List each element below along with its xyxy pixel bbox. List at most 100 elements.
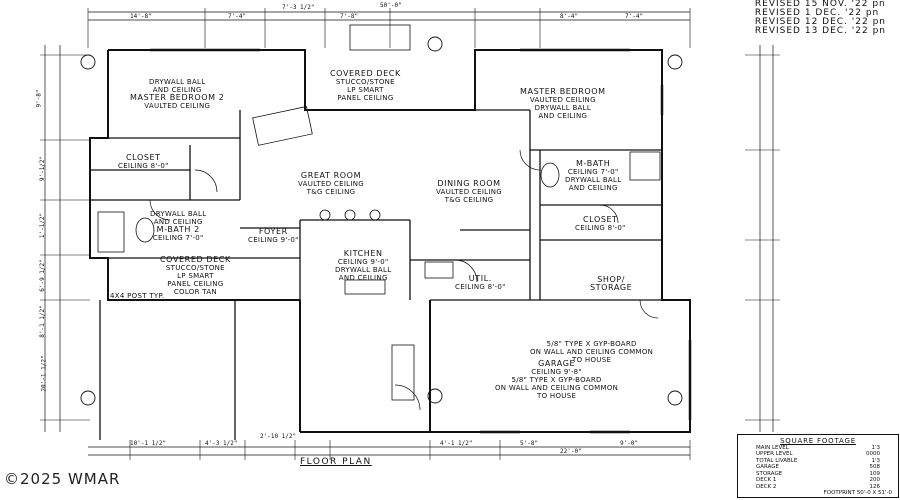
room-name: GREAT ROOM xyxy=(300,171,362,180)
room-name: M-BATH xyxy=(576,159,611,168)
room-note: CEILING 8'-0" xyxy=(455,283,506,291)
room-note: DRYWALL BALL xyxy=(335,266,392,274)
room-note: STORAGE xyxy=(590,283,633,292)
room-covered-deck-bottom: COVERED DECK STUCCO/STONE LP SMART PANEL… xyxy=(160,256,231,297)
room-name: CLOSET xyxy=(126,153,161,162)
interior-walls xyxy=(90,109,690,440)
square-footage-title: SQUARE FOOTAGE xyxy=(780,437,856,445)
room-name: UTIL. xyxy=(468,274,492,283)
sqft-value: 508 xyxy=(869,464,881,470)
dimension-bottom: 22'-0" xyxy=(560,448,582,455)
room-name: MASTER BEDROOM 2 xyxy=(130,93,225,102)
wall-note-line: TO HOUSE xyxy=(572,356,612,364)
room-note: VAULTED CEILING xyxy=(298,180,365,188)
sqft-row: GARAGE 508 xyxy=(738,464,898,471)
sqft-value: 1'3 xyxy=(871,457,880,464)
room-closet-left: CLOSET CEILING 8'-0" xyxy=(118,153,169,171)
room-name: GARAGE xyxy=(538,359,576,368)
sqft-value: 0000 xyxy=(866,451,880,457)
room-note: AND CEILING xyxy=(153,218,203,226)
dimension-top: 7'-3 1/2" xyxy=(282,4,315,11)
room-note: DRYWALL BALL xyxy=(565,176,622,184)
revision-note: REVISED 15 NOV. '22 pn xyxy=(754,0,886,9)
dimension-left: 1'-1/2" xyxy=(39,212,47,239)
room-note: CEILING 7'-0" xyxy=(567,168,619,176)
dimension-left: 8'-1 1/2" xyxy=(38,305,46,338)
sqft-value: 126 xyxy=(869,483,881,490)
dimension-bottom: 9'-0" xyxy=(620,440,639,447)
room-garage: GARAGE CEILING 9'-8" 5/8" TYPE X GYP-BOA… xyxy=(495,359,619,401)
room-note: AND CEILING xyxy=(538,112,588,120)
wall-note-line: 5/8" TYPE X GYP-BOARD xyxy=(546,340,637,348)
room-note: CEILING 7'-0" xyxy=(152,234,204,242)
dimension-top: 14'-8" xyxy=(130,13,152,20)
room-note: AND CEILING xyxy=(152,86,202,94)
door-swings xyxy=(149,149,659,411)
room-name: CLOSET xyxy=(583,215,618,224)
sqft-label: STORAGE xyxy=(756,470,783,477)
dimension-bottom: 2'-10 1/2" xyxy=(260,433,297,440)
sqft-value: 200 xyxy=(869,477,881,483)
room-note: COLOR TAN xyxy=(173,288,217,296)
copyright-watermark: ©2025 WMAR xyxy=(4,470,121,488)
room-great-room: GREAT ROOM VAULTED CEILING T&G CEILING xyxy=(298,171,365,197)
dimension-left: 6'-9 1/2" xyxy=(38,259,46,292)
room-note: T&G CEILING xyxy=(306,188,356,196)
post-note: 4X4 POST TYP. xyxy=(110,292,165,300)
room-master-bedroom: MASTER BEDROOM VAULTED CEILING DRYWALL B… xyxy=(520,87,606,121)
fixtures xyxy=(97,24,661,401)
section-markers xyxy=(80,36,683,406)
sqft-label: UPPER LEVEL xyxy=(756,451,793,457)
dimension-top: 7'-4" xyxy=(625,13,644,20)
room-note: VAULTED CEILING xyxy=(436,188,503,196)
room-name: DINING ROOM xyxy=(437,179,501,188)
room-name: MASTER BEDROOM xyxy=(520,87,606,96)
sqft-row: MAIN LEVEL 1'3 xyxy=(738,445,898,452)
room-closet-right: CLOSET CEILING 8'-0" xyxy=(575,215,626,233)
revision-list: REVISED 15 NOV. '22 pn REVISED 1 DEC. '2… xyxy=(755,0,886,36)
room-foyer: FOYER CEILING 9'-0" xyxy=(248,227,299,245)
room-name: COVERED DECK xyxy=(330,69,401,78)
dimension-top: 7'-4" xyxy=(228,13,247,20)
revision-note: REVISED 12 DEC. '22 pn xyxy=(754,17,886,27)
windows xyxy=(150,48,692,434)
dimension-left: 9'-8" xyxy=(35,89,43,108)
room-note: LP SMART xyxy=(347,86,384,94)
room-note: 5/8" TYPE X GYP-BOARD xyxy=(511,376,602,384)
room-name: FOYER xyxy=(258,227,288,236)
room-note: STUCCO/STONE xyxy=(335,78,395,86)
wall-note: 5/8" TYPE X GYP-BOARD ON WALL AND CEILIN… xyxy=(530,340,653,364)
room-note: TO HOUSE xyxy=(537,392,577,400)
dimension-bottom: 10'-1 1/2" xyxy=(130,440,167,447)
sqft-label: GARAGE xyxy=(756,464,780,470)
sqft-label: MAIN LEVEL xyxy=(756,444,789,451)
sqft-label: TOTAL LIVABLE xyxy=(756,457,798,464)
dimension-top: 7'-8" xyxy=(340,13,359,20)
room-note: ON WALL AND CEILING COMMON xyxy=(495,384,619,392)
sqft-value: 1'3 xyxy=(871,444,880,451)
room-note: CEILING 8'-0" xyxy=(575,224,626,232)
room-note: DRYWALL BALL xyxy=(149,78,206,86)
dimension-bottom: 5'-8" xyxy=(520,440,539,447)
room-note: CEILING 9'-0" xyxy=(248,236,299,244)
room-note: PANEL CEILING xyxy=(337,94,394,102)
dimension-bottom: 4'-3 1/2" xyxy=(205,440,238,447)
dimension-left: 9'-1/2" xyxy=(39,155,47,182)
room-m-bath-2: DRYWALL BALL AND CEILING M-BATH 2 CEILIN… xyxy=(150,210,206,242)
room-util: UTIL. CEILING 8'-0" xyxy=(455,274,506,292)
square-footage-table: SQUARE FOOTAGE MAIN LEVEL 1'3 UPPER LEVEL… xyxy=(737,434,899,498)
dimension-lines xyxy=(40,8,780,460)
room-note: DRYWALL BALL xyxy=(150,210,207,218)
room-note: CEILING 9'-8" xyxy=(531,368,582,376)
dimension-top-overall: 50'-0" xyxy=(380,2,402,9)
dimension-left: 20'-1 1/2" xyxy=(40,355,48,392)
room-name: SHOP/ xyxy=(597,275,626,284)
room-note: CEILING 9'-0" xyxy=(337,258,389,266)
room-shop-storage: SHOP/ STORAGE xyxy=(590,276,632,292)
room-kitchen: KITCHEN CEILING 9'-0" DRYWALL BALL AND C… xyxy=(335,250,392,283)
room-note: AND CEILING xyxy=(568,184,618,192)
room-m-bath: M-BATH CEILING 7'-0" DRYWALL BALL AND CE… xyxy=(565,159,622,193)
dimension-top: 8'-4" xyxy=(560,13,579,20)
